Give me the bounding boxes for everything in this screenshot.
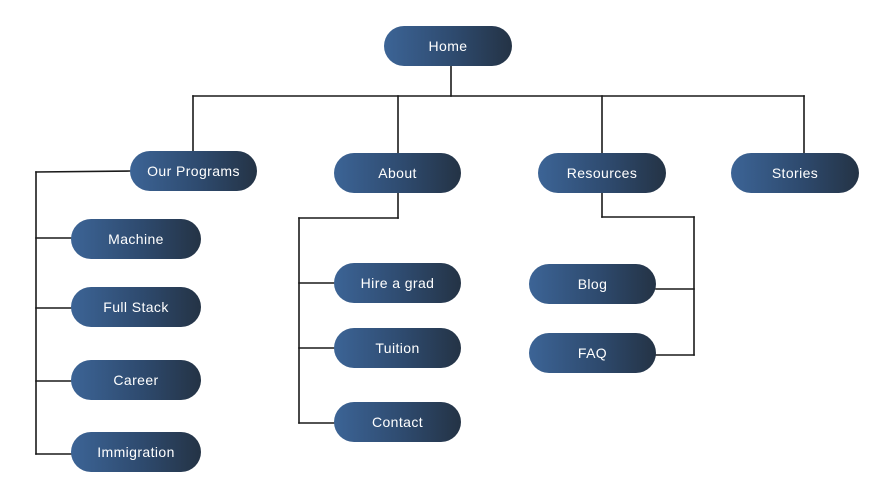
node-about[interactable]: About [334, 153, 461, 193]
node-faq[interactable]: FAQ [529, 333, 656, 373]
node-machine[interactable]: Machine [71, 219, 201, 259]
node-blog[interactable]: Blog [529, 264, 656, 304]
node-home[interactable]: Home [384, 26, 512, 66]
node-immigration[interactable]: Immigration [71, 432, 201, 472]
node-contact[interactable]: Contact [334, 402, 461, 442]
node-stories[interactable]: Stories [731, 153, 859, 193]
node-hire-a-grad[interactable]: Hire a grad [334, 263, 461, 303]
node-full-stack[interactable]: Full Stack [71, 287, 201, 327]
node-tuition[interactable]: Tuition [334, 328, 461, 368]
connector-programs-left [35, 170, 131, 173]
node-resources[interactable]: Resources [538, 153, 666, 193]
node-our-programs[interactable]: Our Programs [130, 151, 257, 191]
node-career[interactable]: Career [71, 360, 201, 400]
